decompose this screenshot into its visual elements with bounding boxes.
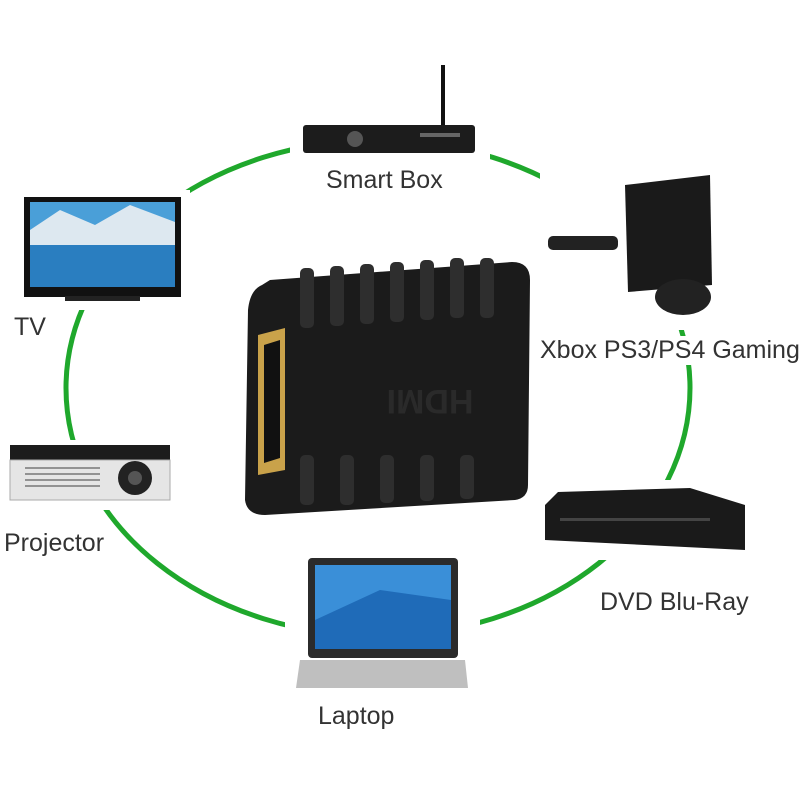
tv-icon xyxy=(15,190,190,310)
set-top-box-icon xyxy=(290,65,490,170)
svg-text:HDMI: HDMI xyxy=(387,382,474,420)
label-projector: Projector xyxy=(0,529,109,558)
label-dvd-blu-ray: DVD Blu-Ray xyxy=(596,588,753,617)
projector-icon xyxy=(0,440,180,510)
laptop-icon xyxy=(285,550,480,695)
hdmi-adapter-image: HDMI xyxy=(245,258,530,515)
label-laptop: Laptop xyxy=(314,702,399,731)
label-smart-box: Smart Box xyxy=(322,166,447,195)
label-tv: TV xyxy=(10,313,50,342)
dvd-player-icon xyxy=(540,480,750,560)
game-console-icon xyxy=(540,170,725,330)
label-xbox-ps-gaming: Xbox PS3/PS4 Gaming xyxy=(536,336,800,365)
